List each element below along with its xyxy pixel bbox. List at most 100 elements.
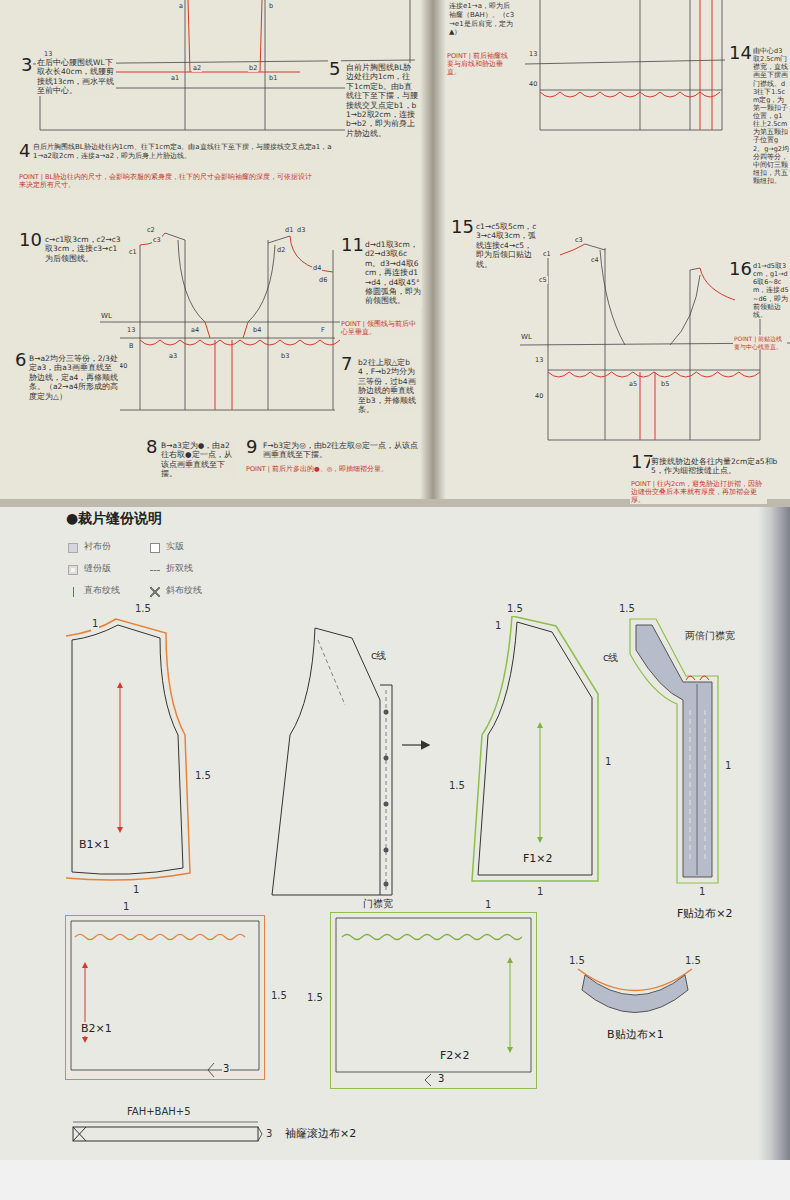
piece-name: F1×2 bbox=[522, 852, 554, 866]
step-number: 9 bbox=[245, 438, 258, 456]
seam-allowance: 1 bbox=[698, 886, 706, 899]
point-label: a5 bbox=[628, 380, 638, 388]
legend-text: 直布纹线 bbox=[84, 585, 120, 596]
seam-allowance: 1 bbox=[604, 756, 612, 769]
seam-allowance: 两倍门襟宽 bbox=[684, 630, 736, 643]
legend-swatch bbox=[150, 587, 160, 597]
step-number: 6 bbox=[14, 351, 27, 369]
piece-name: B1×1 bbox=[78, 838, 111, 852]
step-text: 剪接线胁边处各往内量2cm定a5和b5，作为细褶接缝止点。 bbox=[650, 457, 782, 476]
point-label: b4 bbox=[252, 326, 262, 334]
seam-allowance: c线 bbox=[602, 652, 620, 665]
point-label: c1 bbox=[128, 248, 138, 256]
step-text: 自后片胸围线BL胁边处往内1cm、往下1cm定a。由a直线往下至下摆，与腰接线交… bbox=[32, 143, 334, 161]
seam-allowance: FAH+BAH+5 bbox=[126, 1106, 192, 1119]
piece-name: B贴边布×1 bbox=[606, 1028, 665, 1042]
point-label: 13 bbox=[528, 50, 538, 58]
seam-allowance: 1.5 bbox=[618, 603, 636, 616]
legend-swatch bbox=[68, 565, 78, 575]
step-number: 14 bbox=[728, 44, 753, 62]
seam-allowance: 3 bbox=[265, 1128, 273, 1141]
seam-allowance: 1.5 bbox=[194, 770, 212, 783]
piece-name: B2×1 bbox=[80, 1022, 113, 1036]
point-label: B bbox=[128, 342, 134, 350]
step-text: b2往上取△定b4，F→b2均分为三等份，过b4画胁边线的垂直线至b3，并修顺线… bbox=[357, 358, 421, 414]
piece-name: 袖窿滚边布×2 bbox=[284, 1127, 357, 1141]
point-label: d1 bbox=[284, 226, 294, 234]
step-number: 5 bbox=[328, 60, 341, 78]
step-text: F→b3定为◎，由b2往左取◎定一点，从该点画垂直线至下摆。 bbox=[262, 441, 419, 460]
seam-allowance: 1.5 bbox=[684, 955, 702, 968]
step-number: 7 bbox=[340, 355, 353, 373]
seam-allowance: 1.5 bbox=[134, 603, 152, 616]
seam-allowance: 1 bbox=[132, 884, 140, 897]
legend-text: 折双线 bbox=[166, 563, 193, 574]
step-text: d1→d5取3cm，g1→d6取6~8cm，连接d5~d6，即为前领贴边线。 bbox=[752, 262, 790, 319]
seam-allowance: 1 bbox=[484, 899, 492, 912]
step-text: c→c1取3cm，c2→c3取3cm，连接c3→c1为后领围线。 bbox=[44, 235, 122, 263]
point-label: c1 bbox=[542, 250, 552, 258]
step-text: 连接e1→a，即为后袖窿（BAH）。（c3→e1是后肩宽，定为▲） bbox=[448, 2, 516, 37]
point-label: a3 bbox=[168, 352, 178, 360]
legend-text: 实版 bbox=[166, 541, 184, 552]
point-note: POINT | 领围线与前后中心呈垂直。 bbox=[340, 320, 420, 336]
step-number: 3 bbox=[20, 56, 33, 74]
hem-allowance: 3 bbox=[437, 1073, 445, 1086]
point-label: d4 bbox=[312, 264, 322, 272]
point-label: b bbox=[268, 2, 274, 10]
step-number: 11 bbox=[340, 236, 365, 254]
piece-name: F2×2 bbox=[439, 1049, 471, 1063]
seam-allowance: 1.5 bbox=[448, 780, 466, 793]
legend-text: 缝份版 bbox=[84, 563, 111, 574]
point-label: a2 bbox=[192, 64, 202, 72]
step-number: 15 bbox=[450, 218, 475, 236]
step-text: c1→c5取5cm，c3→c4取3cm，弧线连接c4→c5，即为后领口贴边线。 bbox=[475, 222, 539, 269]
hem-allowance: 3 bbox=[222, 1063, 230, 1076]
point-label: 13 bbox=[43, 50, 53, 58]
seam-allowance: 1.5 bbox=[568, 955, 586, 968]
step-text: 自前片胸围线BL胁边处往内1cm，往下1cm定b。由b直线往下至下摆，与腰接线交… bbox=[345, 63, 419, 138]
seam-allowance: 门襟宽 bbox=[362, 898, 394, 911]
step-text: 由中心d3取2.5cm门襟宽，直线画至下摆画门襟线。d3往下1.5cm定g，为第… bbox=[752, 47, 790, 185]
piece-name: F贴边布×2 bbox=[676, 907, 734, 921]
legend-swatch bbox=[73, 587, 74, 597]
point-note: POINT | 前后片多出的●、◎，即抽细褶分量。 bbox=[245, 465, 417, 473]
point-label: 40 bbox=[534, 392, 544, 400]
legend-text: 斜布纹线 bbox=[166, 585, 202, 596]
point-note: POINT | 前后袖窿线要与肩线和胁边垂直。 bbox=[446, 52, 510, 76]
step-text: B→a3定为●，由a2往右取●定一点，从该点画垂直线至下摆。 bbox=[160, 441, 234, 479]
point-label: d3 bbox=[296, 226, 306, 234]
point-label: a bbox=[178, 2, 184, 10]
step-number: 16 bbox=[728, 260, 753, 278]
point-label: b2 bbox=[248, 64, 258, 72]
legend-swatch bbox=[68, 543, 78, 553]
point-label: c5 bbox=[538, 276, 548, 284]
point-label: WL bbox=[520, 333, 533, 342]
pattern-piece: F2×2 3 bbox=[330, 912, 537, 1089]
legend-swatch bbox=[150, 570, 160, 571]
step-text: d→d1取3cm，d2→d3取6cm。d3→d4取6cm，再连接d1→d4，d4… bbox=[364, 240, 422, 306]
point-label: b1 bbox=[268, 74, 278, 82]
step-number: 8 bbox=[145, 438, 158, 456]
point-label: c3 bbox=[152, 236, 162, 244]
point-label: F bbox=[320, 326, 326, 334]
point-label: 40 bbox=[528, 80, 538, 88]
point-label: c2 bbox=[146, 226, 156, 234]
seam-allowance: 1 bbox=[494, 620, 502, 633]
point-note: POINT | BL胁边往内的尺寸，会影响衣服的紧身度，往下的尺寸会影响袖窿的深… bbox=[18, 173, 320, 189]
section-title: ●裁片缝份说明 bbox=[66, 510, 162, 528]
legend-text: 衬布份 bbox=[84, 541, 111, 552]
point-label: 13 bbox=[534, 356, 544, 364]
pattern-piece: B2×1 3 bbox=[65, 915, 265, 1080]
point-label: d6 bbox=[318, 276, 328, 284]
seam-allowance: 1 bbox=[536, 886, 544, 899]
seam-allowance: 1.5 bbox=[506, 603, 524, 616]
seam-allowance: 1.5 bbox=[306, 992, 324, 1005]
point-label: WL bbox=[100, 312, 113, 321]
point-label: a1 bbox=[170, 74, 180, 82]
step-text: B→a2均分三等份，2/3处定a3，由a3画垂直线至胁边线，定a4，再修顺线条。… bbox=[28, 354, 120, 401]
point-label: c3 bbox=[574, 236, 584, 244]
point-label: b3 bbox=[280, 352, 290, 360]
